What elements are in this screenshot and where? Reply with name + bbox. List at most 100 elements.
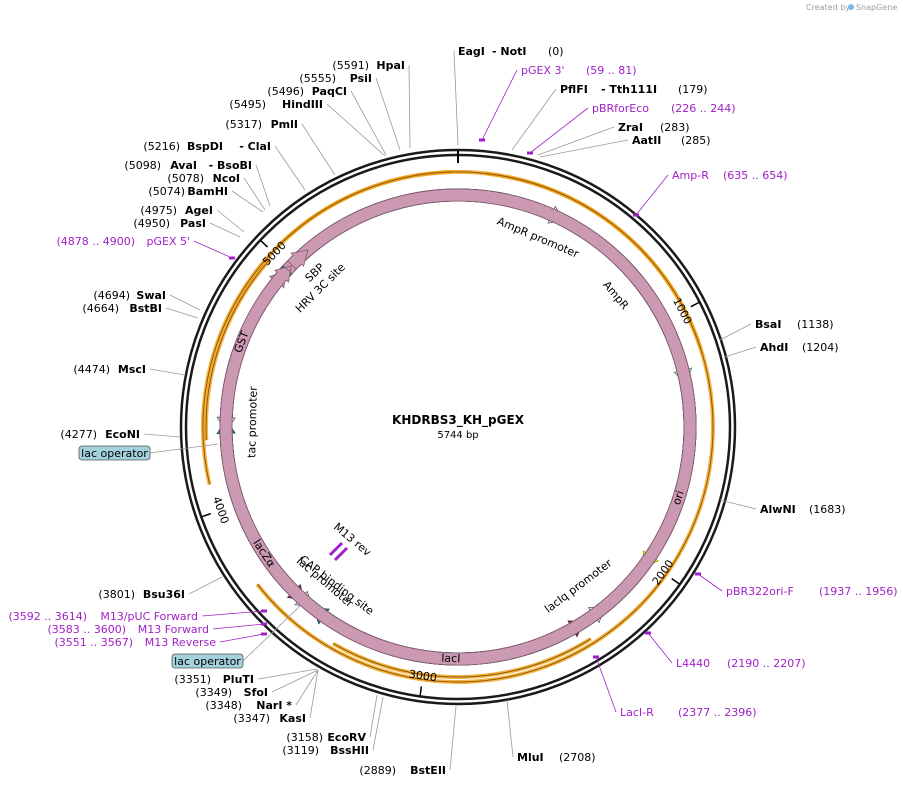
primer-label-lacir[interactable]: LacI-R(2377 .. 2396) bbox=[620, 706, 757, 719]
primer-label-m13reverse[interactable]: M13 Reverse(3551 .. 3567) bbox=[54, 636, 216, 649]
site-leader bbox=[453, 50, 459, 146]
site-label-swai[interactable]: SwaI (4694) bbox=[93, 289, 166, 302]
primer-label-ampr[interactable]: Amp-R (635 .. 654) bbox=[672, 169, 788, 182]
primer-name: Amp-R bbox=[672, 169, 709, 182]
site-label-bsai[interactable]: BsaI(1138) bbox=[755, 318, 834, 331]
primer-label-pgex5[interactable]: pGEX 5'(4878 .. 4900) bbox=[56, 235, 190, 248]
site-leader bbox=[506, 699, 514, 758]
site-position: (5591) bbox=[332, 59, 369, 72]
site-name: PflFI bbox=[560, 83, 588, 96]
site-label-hpai[interactable]: HpaI(5591) bbox=[332, 59, 405, 72]
site-leader bbox=[231, 190, 264, 213]
site-label-bsu36i[interactable]: Bsu36I(3801) bbox=[98, 588, 185, 601]
site-label-econi[interactable]: EcoNI(4277) bbox=[60, 428, 140, 441]
primer-leader bbox=[697, 573, 723, 592]
site-leader bbox=[216, 209, 245, 233]
site-label-agei[interactable]: AgeI (4975) bbox=[140, 204, 213, 217]
site-position: (4975) bbox=[140, 204, 177, 217]
label-lacza: lacZα bbox=[250, 537, 278, 570]
site-label-bamhi[interactable]: BamHI(5074) bbox=[148, 185, 228, 198]
site-label-zrai[interactable]: ZraI(283) bbox=[618, 121, 690, 134]
site-name: BstBI bbox=[129, 302, 162, 315]
primer-label-l4440[interactable]: L4440 (2190 .. 2207) bbox=[676, 657, 806, 670]
site-name: NcoI bbox=[213, 172, 240, 185]
site-label-psii[interactable]: PsiI (5555) bbox=[299, 72, 372, 85]
site-name: EagI bbox=[458, 45, 485, 58]
orf-arc bbox=[201, 170, 715, 684]
site-label-sfoi[interactable]: SfoI(3349) bbox=[195, 686, 268, 699]
site-position: (4277) bbox=[60, 428, 97, 441]
site-label-bsshii[interactable]: BssHII(3119) bbox=[282, 744, 369, 757]
site-label-mlui[interactable]: MluI(2708) bbox=[517, 751, 596, 764]
site-name: SwaI bbox=[136, 289, 166, 302]
primer-label-pgex3[interactable]: pGEX 3'(59 .. 81) bbox=[521, 64, 637, 77]
site-leader bbox=[539, 139, 629, 158]
label-laci: lacI bbox=[441, 652, 460, 666]
site-label-paqci[interactable]: PaqCI(5496) bbox=[267, 85, 347, 98]
site-label-eagi[interactable]: EagI- NotI(0) bbox=[458, 45, 564, 58]
site-name: PasI bbox=[180, 217, 206, 230]
site-leader bbox=[295, 669, 319, 706]
primer-range: (3583 .. 3600) bbox=[47, 623, 126, 636]
plasmid-name: KHDRBS3_KH_pGEX bbox=[392, 413, 525, 428]
site-name: AgeI bbox=[185, 204, 213, 217]
lac-operator-label-1[interactable]: lac operator bbox=[78, 445, 151, 461]
site-name: - ClaI bbox=[239, 140, 271, 153]
primer-name: L4440 bbox=[676, 657, 710, 670]
primer-label-m13pucforward[interactable]: M13/pUC Forward(3592 .. 3614) bbox=[8, 610, 198, 623]
site-label-msci[interactable]: MscI(4474) bbox=[73, 363, 146, 376]
site-leader bbox=[537, 126, 615, 156]
primer-label-pbr322orif[interactable]: pBR322ori-F(1937 .. 1956) bbox=[726, 585, 898, 598]
site-leader bbox=[271, 669, 319, 693]
site-leader bbox=[719, 499, 757, 510]
site-label-nari[interactable]: NarI *(3348) bbox=[205, 699, 292, 712]
site-position: (5555) bbox=[299, 72, 336, 85]
site-position: (5078) bbox=[167, 172, 204, 185]
site-label-ahdi[interactable]: AhdI(1204) bbox=[760, 341, 839, 354]
site-label-bstbi[interactable]: BstBI (4664) bbox=[82, 302, 162, 315]
site-name: SfoI bbox=[244, 686, 268, 699]
site-label-ecorv[interactable]: EcoRV(3158) bbox=[286, 731, 366, 744]
site-leader bbox=[143, 433, 181, 438]
site-name: BsaI bbox=[755, 318, 781, 331]
site-name: PsiI bbox=[350, 72, 372, 85]
site-name: PluTI bbox=[223, 673, 254, 686]
primer-name: M13 Forward bbox=[138, 623, 209, 636]
site-label-bsteii[interactable]: BstEII(2889) bbox=[359, 764, 446, 777]
label-ori: ori bbox=[670, 489, 687, 507]
site-label-aatii[interactable]: AatII(285) bbox=[632, 134, 711, 147]
site-label-pmli[interactable]: PmlI(5317) bbox=[225, 118, 298, 131]
site-position: (5317) bbox=[225, 118, 262, 131]
site-label-pflfi[interactable]: PflFI- Tth111I(179) bbox=[560, 83, 708, 96]
feature-hrv3c-site[interactable] bbox=[219, 188, 697, 666]
site-leader bbox=[719, 323, 752, 341]
tick-label-1000: 1000 bbox=[670, 296, 694, 327]
site-leader bbox=[350, 90, 387, 156]
feature-sbp[interactable] bbox=[287, 249, 309, 270]
primer-label-pbrforeco[interactable]: pBRforEco(226 .. 244) bbox=[592, 102, 736, 115]
site-label-hindiii[interactable]: HindIII(5495) bbox=[229, 98, 323, 111]
primer-range: (2190 .. 2207) bbox=[727, 657, 806, 670]
primer-range: (635 .. 654) bbox=[723, 169, 788, 182]
site-name: AhdI bbox=[760, 341, 788, 354]
tick-5000 bbox=[259, 239, 269, 248]
site-leader bbox=[375, 77, 401, 151]
site-leader bbox=[243, 177, 266, 211]
site-label-pluti[interactable]: PluTI (3351) bbox=[174, 673, 254, 686]
site-label-kasi[interactable]: KasI(3347) bbox=[233, 712, 306, 725]
site-label-pasi[interactable]: PasI(4950) bbox=[133, 217, 206, 230]
site-label-alwni[interactable]: AlwNI(1683) bbox=[760, 503, 846, 516]
lac-operator-label-2[interactable]: lac operator bbox=[171, 653, 244, 669]
site-position: (3119) bbox=[282, 744, 319, 757]
site-position: (4694) bbox=[93, 289, 130, 302]
primer-name: pBRforEco bbox=[592, 102, 649, 115]
site-position: (179) bbox=[678, 83, 708, 96]
site-position: (3351) bbox=[174, 673, 211, 686]
primer-label-m13forward[interactable]: M13 Forward (3583 .. 3600) bbox=[47, 623, 209, 636]
site-position: (4664) bbox=[82, 302, 119, 315]
site-label-ncoi[interactable]: NcoI (5078) bbox=[167, 172, 240, 185]
